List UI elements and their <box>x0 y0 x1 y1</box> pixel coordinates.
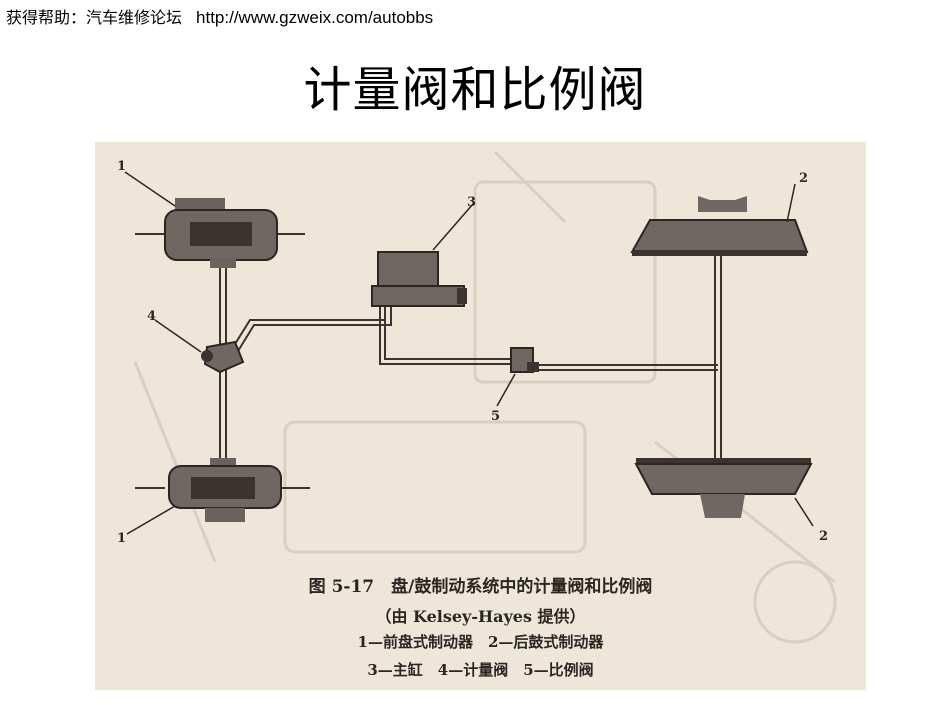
label-rear-brake-top: 2 <box>799 171 808 186</box>
label-master-cylinder: 3 <box>467 195 476 210</box>
label-metering-valve: 4 <box>147 309 156 324</box>
front-disc-brake-bottom <box>168 458 282 522</box>
rear-drum-brake-bottom <box>634 458 813 518</box>
figure-caption-legend-1: 1—前盘式制动器 2—后鼓式制动器 <box>357 633 604 651</box>
label-rear-brake-bottom: 2 <box>819 529 828 544</box>
brake-diagram: 1 2 3 4 5 1 2 <box>117 150 837 644</box>
slide-title: 计量阀和比例阀 <box>303 62 647 118</box>
label-proportioning-valve: 5 <box>491 409 500 424</box>
figure-caption-title: 图 5-17 盘/鼓制动系统中的计量阀和比例阀 <box>308 577 653 597</box>
metering-valve <box>201 340 245 374</box>
figure-caption-legend-2: 3—主缸 4—计量阀 5—比例阀 <box>367 661 594 679</box>
background-engine-sketch <box>133 150 837 644</box>
figure-caption-source: （由 Kelsey-Hayes 提供） <box>375 607 586 626</box>
help-text: 获得帮助：汽车维修论坛 <box>6 8 183 27</box>
label-front-brake-bottom: 1 <box>117 531 126 546</box>
label-front-brake-top: 1 <box>117 159 126 174</box>
brake-system-figure: 1 2 3 4 5 1 2 图 5-17 盘/鼓制动系统中的计量阀和比例阀 （由… <box>95 142 866 690</box>
help-header: 获得帮助：汽车维修论坛 http://www.gzweix.com/autobbs <box>6 4 433 28</box>
front-disc-brake-top <box>164 198 278 268</box>
brake-lines <box>135 233 722 489</box>
proportioning-valve <box>510 347 539 373</box>
leader-arrows <box>124 171 814 535</box>
forum-url-link[interactable]: http://www.gzweix.com/autobbs <box>196 8 434 27</box>
rear-drum-brake-top <box>630 196 809 256</box>
master-cylinder <box>371 251 467 307</box>
